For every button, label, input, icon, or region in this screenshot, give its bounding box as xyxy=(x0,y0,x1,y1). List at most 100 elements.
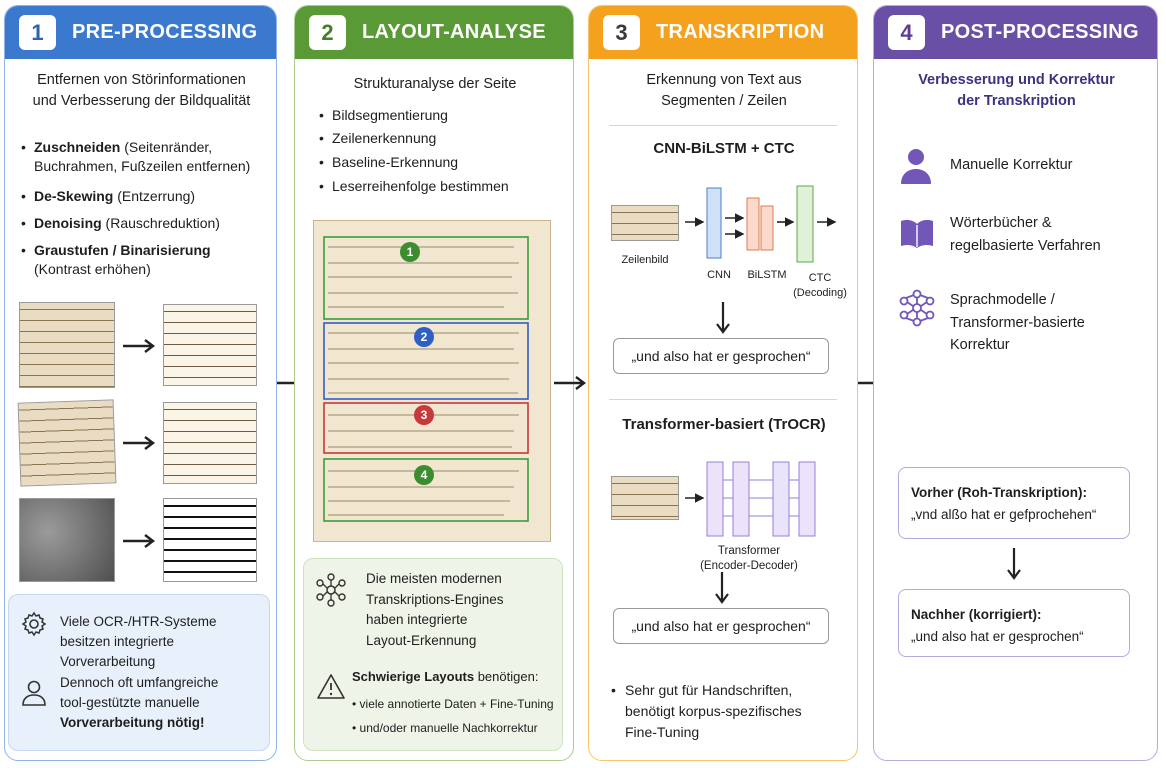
panel-title: PRE-PROCESSING xyxy=(72,21,258,43)
bullet-item: •Zeilenerkennung xyxy=(319,130,437,146)
bullet-rest: (Seitenränder, xyxy=(120,139,213,155)
bullet-item: •Baseline-Erkennung xyxy=(319,154,459,170)
bullet-text: Zeilenerkennung xyxy=(332,130,437,146)
panel-header: 4 POST-PROCESSING xyxy=(874,6,1157,59)
bullet-item: • Denoising (Rauschreduktion) xyxy=(21,215,220,231)
info-text: Dennoch oft umfangreiche tool-gestützte … xyxy=(60,673,218,733)
transcription-note: • Sehr gut für Handschriften, benötigt k… xyxy=(611,682,802,740)
after-text: „und also hat er gesprochen“ xyxy=(911,629,1084,644)
bullet-item: •Leserreihenfolge bestimmen xyxy=(319,178,509,194)
bullet-rest: (Rauschreduktion) xyxy=(101,215,220,231)
info-line: besitzen integrierte Vorverarbeitung xyxy=(60,634,175,669)
raw-page-thumbnail xyxy=(19,302,115,388)
ctc-label-sub: (Decoding) xyxy=(793,287,847,299)
bullet-line2: Buchrahmen, Fußzeilen entfernen) xyxy=(34,158,251,174)
cnn-bilstm-diagram xyxy=(685,185,837,263)
arrow-right-icon xyxy=(123,436,155,450)
panel-header: 3 TRANSKRIPTION xyxy=(589,6,857,59)
item-line: Sprachmodelle / xyxy=(950,292,1055,308)
info-line: Layout-Erkennung xyxy=(366,632,477,648)
panel-intro: Entfernen von Störinformationen und Verb… xyxy=(5,70,276,112)
model-title: Transformer-basiert (TrOCR) xyxy=(622,416,826,433)
after-box: Nachher (korrigiert): „und also hat er g… xyxy=(898,589,1130,657)
panel-intro: Erkennung von Text aus Segmenten / Zeile… xyxy=(589,70,857,112)
bullet-item: •Bildsegmentierung xyxy=(319,107,448,123)
sub-item-text: viele annotierte Daten + Fine-Tuning xyxy=(359,697,554,711)
line-image-thumbnail xyxy=(611,205,679,241)
item-line: Transformer-basierte xyxy=(950,314,1085,331)
arrow-down-icon xyxy=(715,572,729,604)
before-text: „vnd alßo hat er gefprochehen“ xyxy=(911,507,1097,522)
region-badge-2: 2 xyxy=(414,327,434,347)
cropped-page-thumbnail xyxy=(163,304,257,386)
intro-line: Erkennung von Text aus xyxy=(646,72,802,88)
panel-intro: Strukturanalyse der Seite xyxy=(353,76,517,92)
postproc-item-label: Wörterbücher & regelbasierte Verfahren xyxy=(950,212,1101,258)
panel-header: 1 PRE-PROCESSING xyxy=(5,6,276,59)
item-line: regelbasierte Verfahren xyxy=(950,238,1101,254)
bullet-bold: Denoising xyxy=(34,215,102,231)
region-badge-3: 3 xyxy=(414,405,434,425)
panel-title: TRANSKRIPTION xyxy=(656,21,825,43)
panel-header: 2 LAYOUT-ANALYSE xyxy=(295,6,573,59)
note-line: benötigt korpus-spezifisches xyxy=(625,703,802,719)
before-label: Vorher (Roh-Transkription): xyxy=(911,485,1088,500)
arrow-right-icon xyxy=(554,376,586,390)
cnn-label: CNN xyxy=(707,269,731,281)
bullet-bold: Zuschneiden xyxy=(34,139,121,155)
step-number: 2 xyxy=(309,15,346,50)
info-line: Dennoch oft umfangreiche xyxy=(60,675,219,690)
region-badge-1: 1 xyxy=(400,242,420,262)
intro-line: der Transkription xyxy=(957,93,1076,109)
warning-sub-item: • viele annotierte Daten + Fine-Tuning xyxy=(352,697,554,711)
warning-bold: Schwierige Layouts xyxy=(352,669,475,684)
model-title: CNN-BiLSTM + CTC xyxy=(653,140,795,157)
intro-line: und Verbesserung der Bildqualität xyxy=(32,93,251,109)
skewed-page-thumbnail xyxy=(17,399,117,487)
step-number: 3 xyxy=(603,15,640,50)
panel-postprocessing: 4 POST-PROCESSING Verbesserung und Korre… xyxy=(873,5,1158,761)
bullet-text: Baseline-Erkennung xyxy=(332,154,459,170)
divider xyxy=(609,399,837,400)
person-icon xyxy=(901,149,931,184)
after-label: Nachher (korrigiert): xyxy=(911,607,1042,622)
arrow-down-icon xyxy=(1007,548,1021,580)
info-line: haben integrierte xyxy=(366,612,468,627)
item-line: Korrektur xyxy=(950,337,1010,353)
item-line: Wörterbücher & xyxy=(950,215,1052,231)
bullet-rest: (Entzerrung) xyxy=(113,188,196,204)
warning-icon xyxy=(317,674,345,699)
layout-info-box: Die meisten modernen Transkriptions-Engi… xyxy=(303,558,563,751)
info-line: tool-gestützte manuelle xyxy=(60,695,200,710)
info-line: Transkriptions-Engines xyxy=(366,591,504,607)
divider xyxy=(609,125,837,126)
panel-title: LAYOUT-ANALYSE xyxy=(362,21,546,43)
bullet-text: Leserreihenfolge bestimmen xyxy=(332,178,509,194)
transformer-diagram xyxy=(685,461,816,537)
bilstm-label: BiLSTM xyxy=(747,269,787,281)
sub-item-text: und/oder manuelle Nachkorrektur xyxy=(359,721,538,735)
line-image-thumbnail xyxy=(611,476,679,520)
info-line: Vorverarbeitung nötig! xyxy=(60,715,205,730)
transformer-label-line: Transformer xyxy=(717,545,781,557)
arrow-down-icon xyxy=(716,302,730,334)
binarized-page-thumbnail xyxy=(163,498,257,582)
bullet-item: • Graustufen / Binarisierung(Kontrast er… xyxy=(21,242,211,277)
warning-sub-item: • und/oder manuelle Nachkorrektur xyxy=(352,721,538,735)
panel-title: POST-PROCESSING xyxy=(941,21,1139,43)
deskewed-page-thumbnail xyxy=(163,402,257,484)
ctc-label-line: CTC xyxy=(808,272,832,284)
step-number: 4 xyxy=(888,15,925,50)
bullet-item: • Zuschneiden (Seitenränder,Buchrahmen, … xyxy=(21,139,251,174)
transformer-label: Transformer (Encoder-Decoder) xyxy=(689,544,809,574)
postproc-item-label: Manuelle Korrektur xyxy=(950,157,1073,173)
info-line: Die meisten modernen xyxy=(366,571,502,586)
warning-rest: benötigen: xyxy=(474,669,539,684)
bullet-text: Bildsegmentierung xyxy=(332,107,448,123)
network-node-icon xyxy=(316,573,346,607)
book-icon xyxy=(901,220,933,248)
intro-line: Verbesserung und Korrektur xyxy=(918,72,1115,88)
panel-transcription: 3 TRANSKRIPTION Erkennung von Text aus S… xyxy=(588,5,858,761)
note-line: Sehr gut für Handschriften, xyxy=(625,682,793,698)
line-image-label: Zeilenbild xyxy=(621,254,669,266)
